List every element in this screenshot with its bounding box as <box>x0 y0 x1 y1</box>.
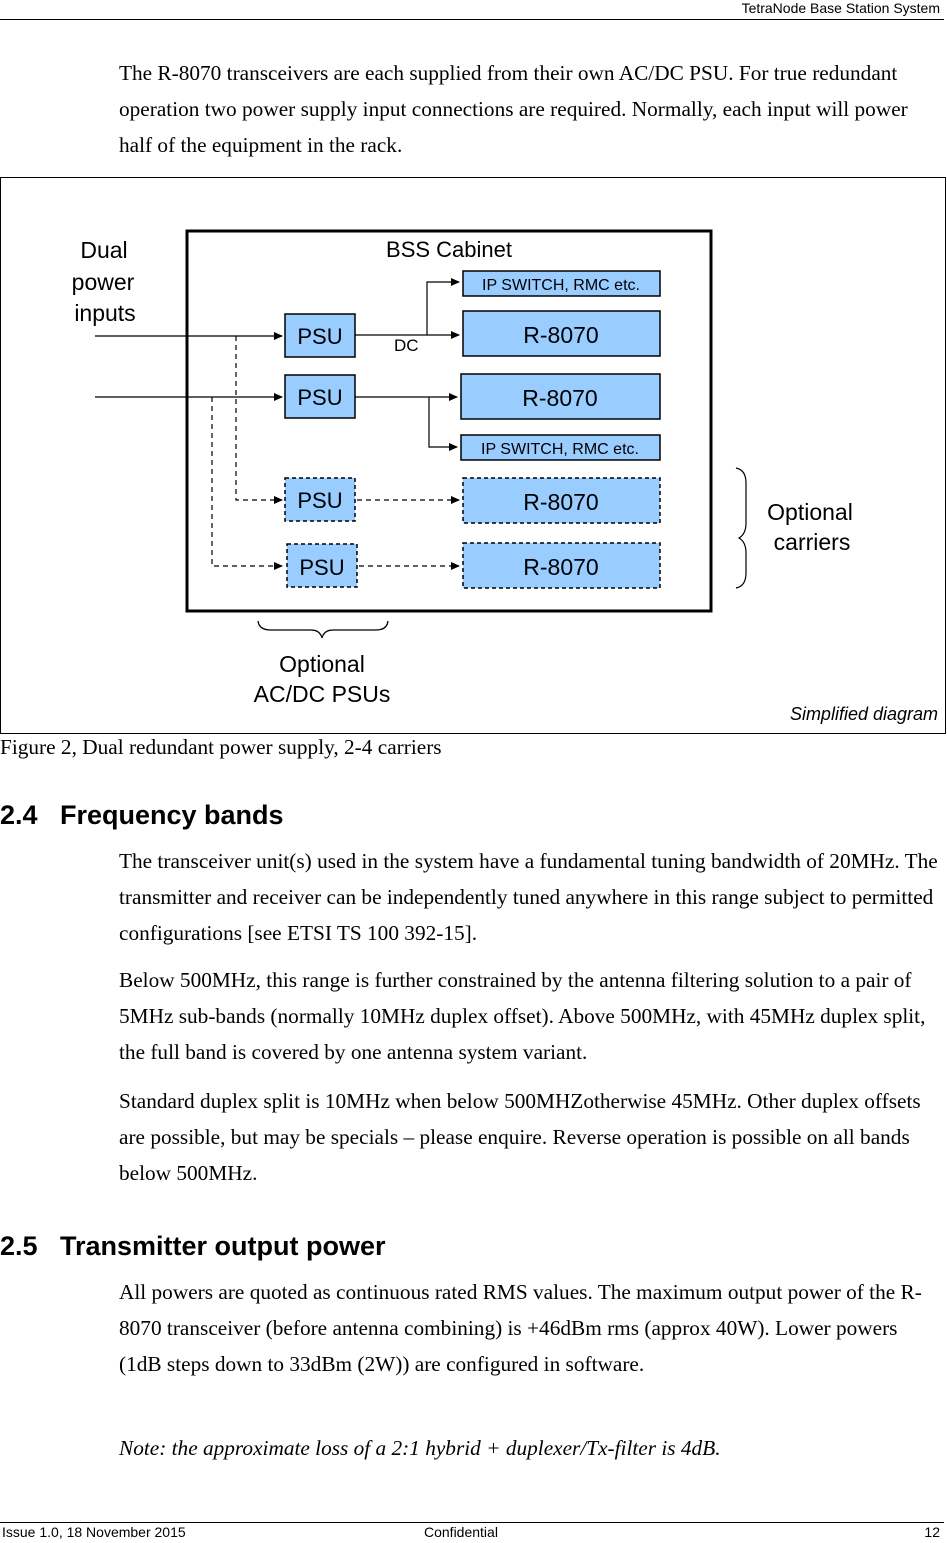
ip-switch-box-2 <box>460 434 661 461</box>
ip-switch-label-2: IP SWITCH, RMC etc. <box>481 441 639 458</box>
section-heading-2-4: 2.4 Frequency bands <box>0 800 284 831</box>
section-heading-2-5: 2.5 Transmitter output power <box>0 1231 386 1262</box>
dc-link-switch-1 <box>426 278 460 335</box>
power-note: Note: the approximate loss of a 2:1 hybr… <box>119 1436 721 1460</box>
transceiver-label-1: R-8070 <box>523 322 598 348</box>
optional-carriers-label-1: Optional <box>767 499 853 525</box>
psu-box-2 <box>284 374 356 419</box>
psu-label-4: PSU <box>299 555 344 580</box>
psu-box-1 <box>284 313 356 358</box>
footer-issue: Issue 1.0, 18 November 2015 <box>2 1524 186 1540</box>
transceiver-label-3: R-8070 <box>523 489 598 515</box>
transceiver-box-2 <box>460 373 661 420</box>
power-supply-diagram: BSS Cabinet Dual power inputs PSU PSU PS… <box>0 177 946 734</box>
header-title: TetraNode Base Station System <box>741 0 940 16</box>
optional-psus-label-1: Optional <box>279 651 365 677</box>
ip-switch-label-1: IP SWITCH, RMC etc. <box>482 277 640 294</box>
frequency-paragraph-3: Standard duplex split is 10MHz when belo… <box>119 1089 921 1185</box>
figure-caption: Figure 2, Dual redundant power supply, 2… <box>0 735 442 759</box>
section-number-2-4: 2.4 <box>0 800 38 830</box>
transceiver-label-2: R-8070 <box>522 385 597 411</box>
section-title-2-4: Frequency bands <box>60 800 284 830</box>
psu-label-3: PSU <box>297 488 342 513</box>
power-label: power <box>72 269 135 295</box>
page-header: TetraNode Base Station System <box>0 0 944 20</box>
frequency-paragraph-1: The transceiver unit(s) used in the syst… <box>119 849 938 945</box>
transceiver-box-3 <box>462 477 661 524</box>
power-paragraph-1: All powers are quoted as continuous rate… <box>119 1280 922 1376</box>
dual-label: Dual <box>80 237 127 263</box>
psu-box-3 <box>284 477 356 522</box>
section-number-2-5: 2.5 <box>0 1231 38 1261</box>
transceiver-box-1 <box>462 310 661 357</box>
carriers-brace <box>735 467 747 589</box>
optional-psus-label-2: AC/DC PSUs <box>254 681 391 707</box>
section-title-2-5: Transmitter output power <box>60 1231 386 1261</box>
ip-switch-box-1 <box>462 270 661 297</box>
transceiver-box-4 <box>462 542 661 589</box>
optional-carriers-label-2: carriers <box>774 529 851 555</box>
optional-feed-2 <box>211 397 283 570</box>
simplified-diagram-label: Simplified diagram <box>790 704 938 724</box>
psu-box-4 <box>286 543 358 588</box>
cabinet-label: BSS Cabinet <box>386 237 512 262</box>
frequency-paragraph-2: Below 500MHz, this range is further cons… <box>119 968 926 1064</box>
dc-link-switch-2 <box>428 397 458 451</box>
dc-label: DC <box>394 336 419 355</box>
psus-brace <box>257 620 389 639</box>
intro-paragraph: The R-8070 transceivers are each supplie… <box>119 61 908 157</box>
inputs-label: inputs <box>74 300 135 326</box>
page-footer: Issue 1.0, 18 November 2015 Confidential… <box>0 1522 944 1543</box>
footer-classification: Confidential <box>424 1524 498 1540</box>
psu-label-1: PSU <box>297 324 342 349</box>
page-number: 12 <box>924 1524 940 1540</box>
psu-label-2: PSU <box>297 385 342 410</box>
optional-feed-1 <box>235 336 283 504</box>
transceiver-label-4: R-8070 <box>523 554 598 580</box>
